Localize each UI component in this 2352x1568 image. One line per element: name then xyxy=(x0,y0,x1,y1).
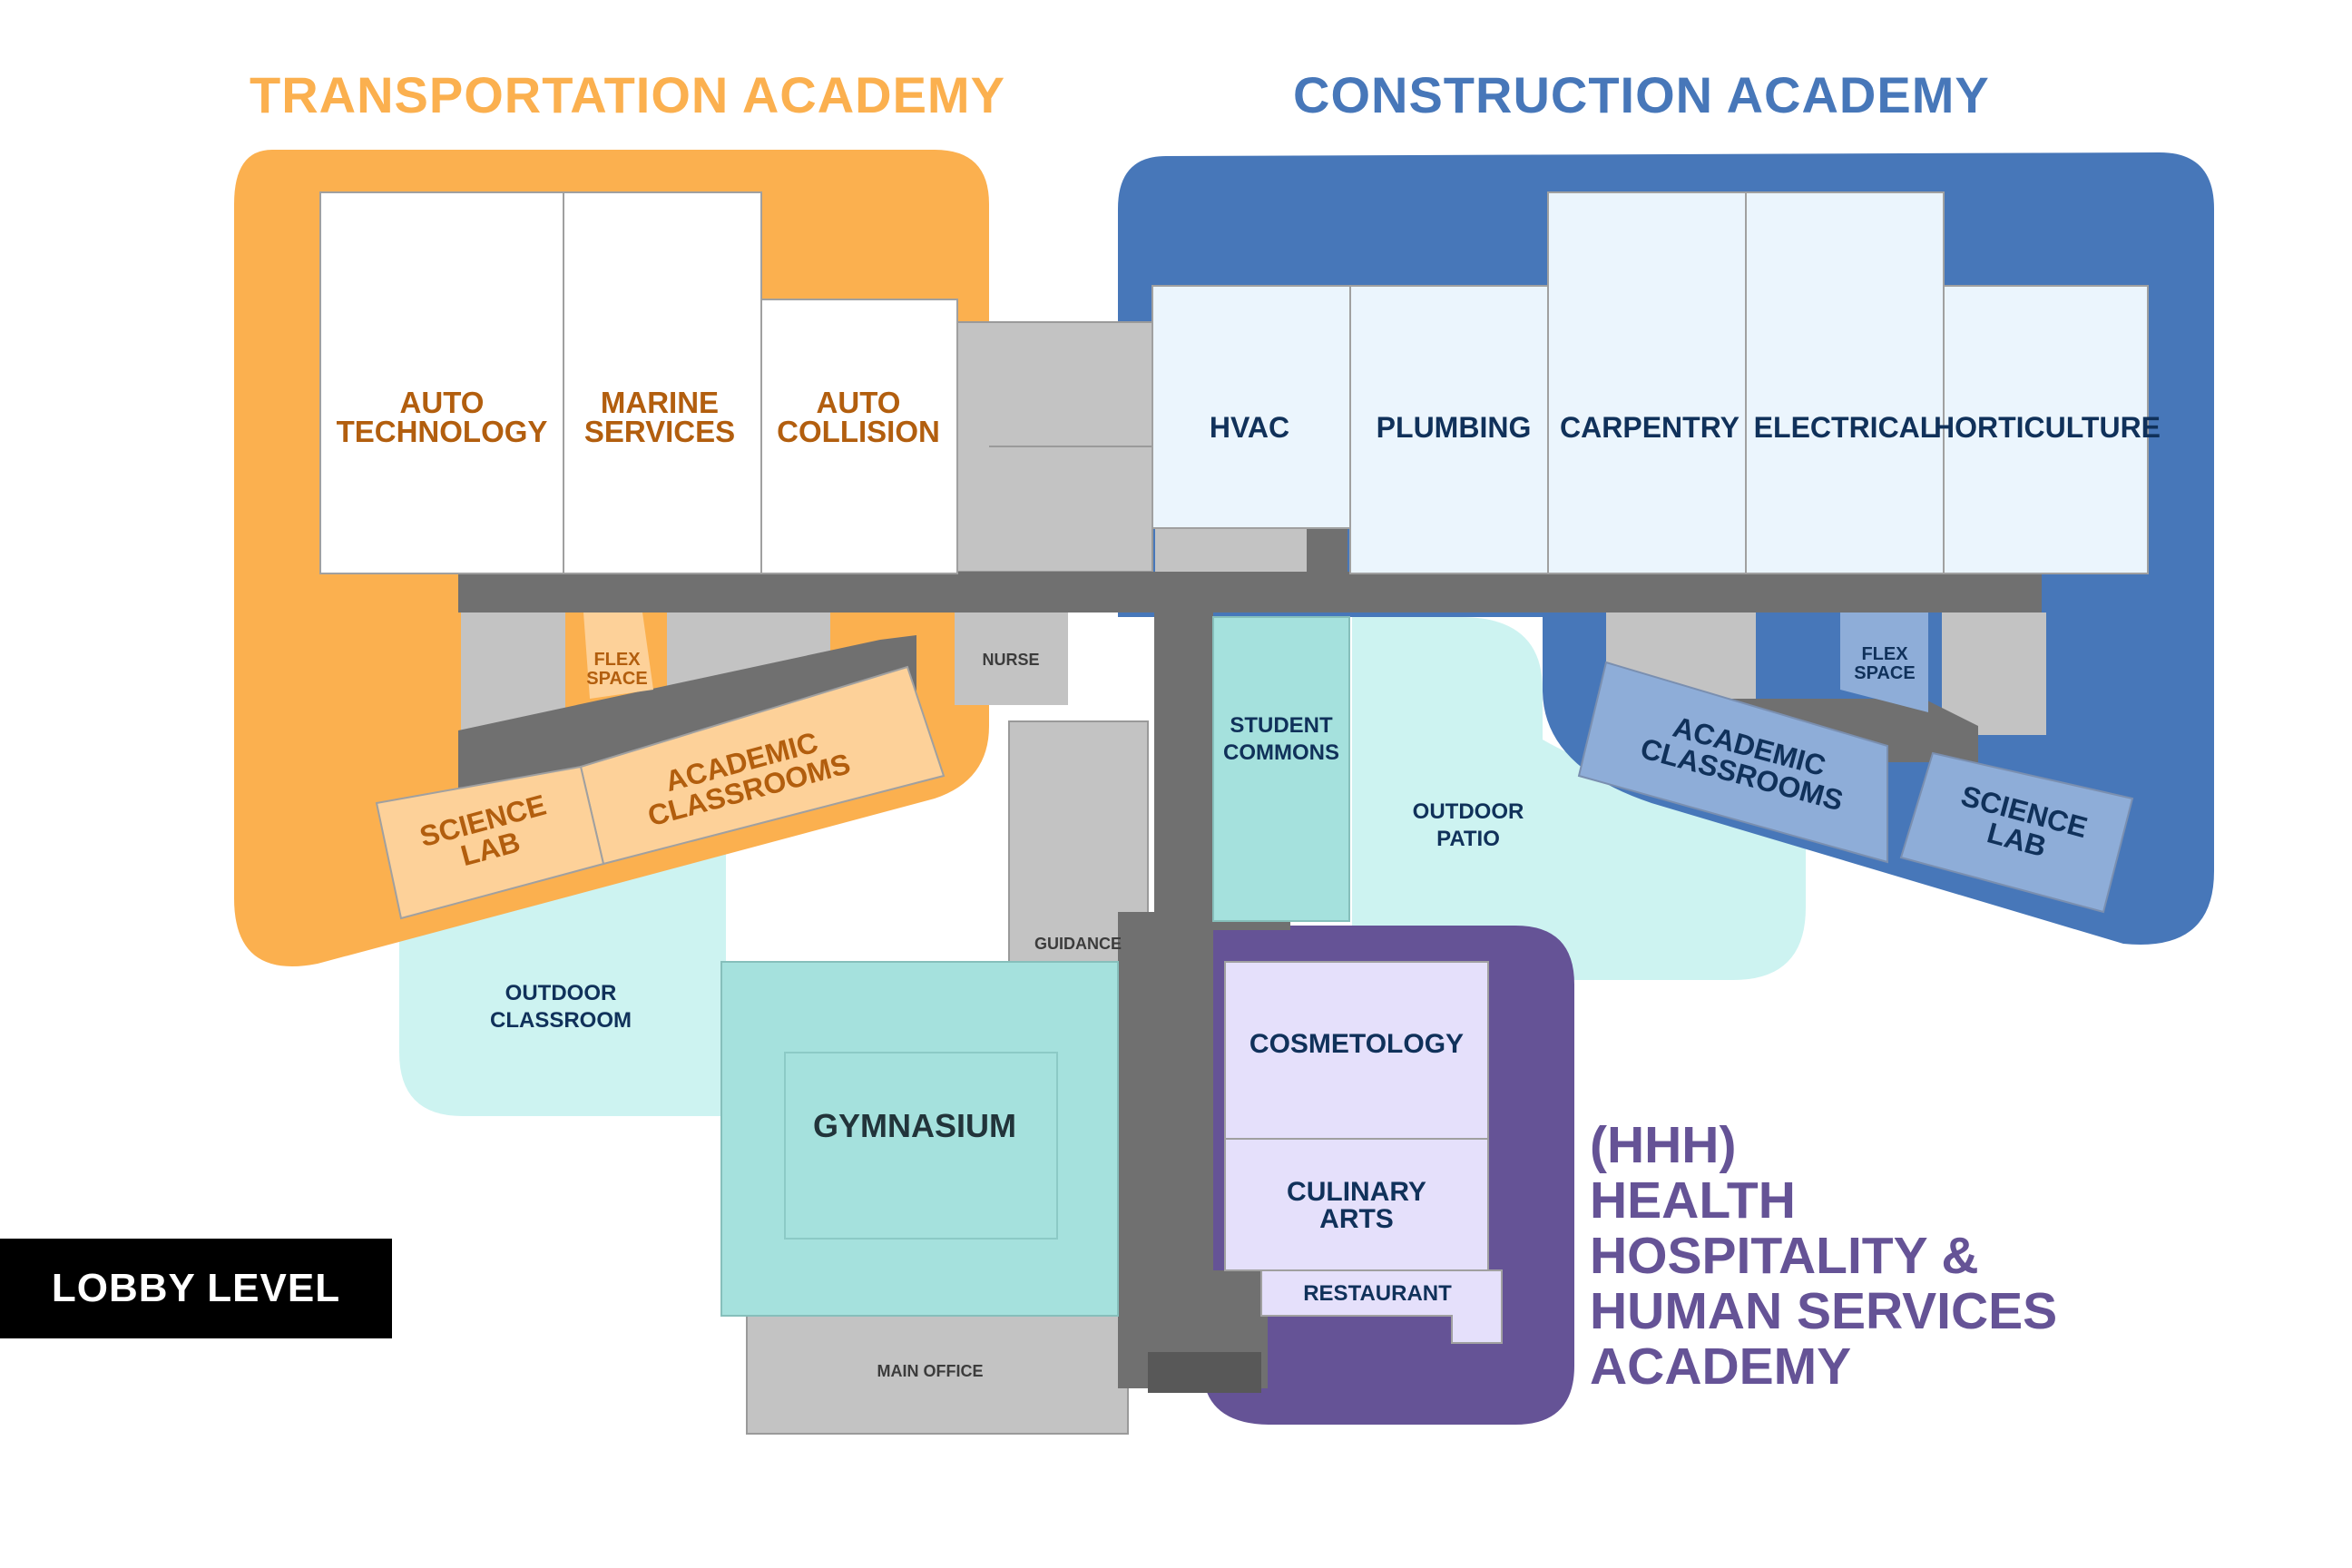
gym-court-outline xyxy=(784,1052,1058,1240)
carpentry-room xyxy=(1547,191,1747,574)
hhh-title-line: (HHH) xyxy=(1590,1116,1737,1174)
gymnasium-room xyxy=(720,961,1119,1317)
transportation-academy-title: TRANSPORTATION ACADEMY xyxy=(250,66,1005,123)
gymnasium-label: GYMNASIUM xyxy=(813,1107,1016,1144)
academic-classrooms-right-room xyxy=(1577,661,1888,864)
lobby-level-badge: LOBBY LEVEL xyxy=(0,1239,392,1338)
hhh-title-line: HUMAN SERVICES xyxy=(1590,1282,2058,1340)
hvac-room xyxy=(1152,285,1351,529)
flex-space-left-room xyxy=(583,612,653,699)
plumbing-label: PLUMBING xyxy=(1377,411,1532,444)
science-lab-left-room xyxy=(375,765,605,920)
guidance-label: GUIDANCE xyxy=(1034,935,1122,953)
stair-block-left-a xyxy=(461,612,565,730)
main-office-label: MAIN OFFICE xyxy=(877,1362,984,1380)
cosmetology-label: COSMETOLOGY xyxy=(1250,1029,1464,1059)
cosmetology-room xyxy=(1224,961,1489,1140)
hhh-academy-title: (HHH) HEALTH HOSPITALITY & HUMAN SERVICE… xyxy=(1590,1118,2057,1395)
auto-collision-room xyxy=(760,299,958,574)
construction-academy-title: CONSTRUCTION ACADEMY xyxy=(1293,66,1990,123)
auto-technology-room xyxy=(319,191,564,574)
nurse-room xyxy=(955,610,1068,705)
culinary-arts-room xyxy=(1224,1138,1489,1271)
hhh-title-line: ACADEMY xyxy=(1590,1338,1852,1396)
plumbing-room xyxy=(1349,285,1549,574)
nurse-label: NURSE xyxy=(982,651,1039,669)
restaurant-room xyxy=(1260,1269,1503,1344)
marine-services-room xyxy=(563,191,762,574)
main-office-room xyxy=(746,1315,1129,1435)
horticulture-label: HORTICULTURE xyxy=(1934,411,2161,444)
electrical-room xyxy=(1745,191,1945,574)
flex-space-right-room xyxy=(1840,612,1928,712)
horticulture-room xyxy=(1943,285,2149,574)
science-lab-right-room xyxy=(1899,751,2134,914)
hhh-title-line: HEALTH xyxy=(1590,1171,1796,1230)
electrical-label: ELECTRICAL xyxy=(1754,411,1938,444)
hvac-label: HVAC xyxy=(1210,411,1289,444)
outdoor-patio-area xyxy=(1352,617,1806,980)
student-commons-room xyxy=(1212,616,1350,922)
hhh-title-line: HOSPITALITY & xyxy=(1590,1227,1979,1285)
stair-block-right-b xyxy=(1942,612,2046,735)
carpentry-label: CARPENTRY xyxy=(1560,411,1740,444)
restaurant-label: RESTAURANT xyxy=(1303,1281,1452,1306)
